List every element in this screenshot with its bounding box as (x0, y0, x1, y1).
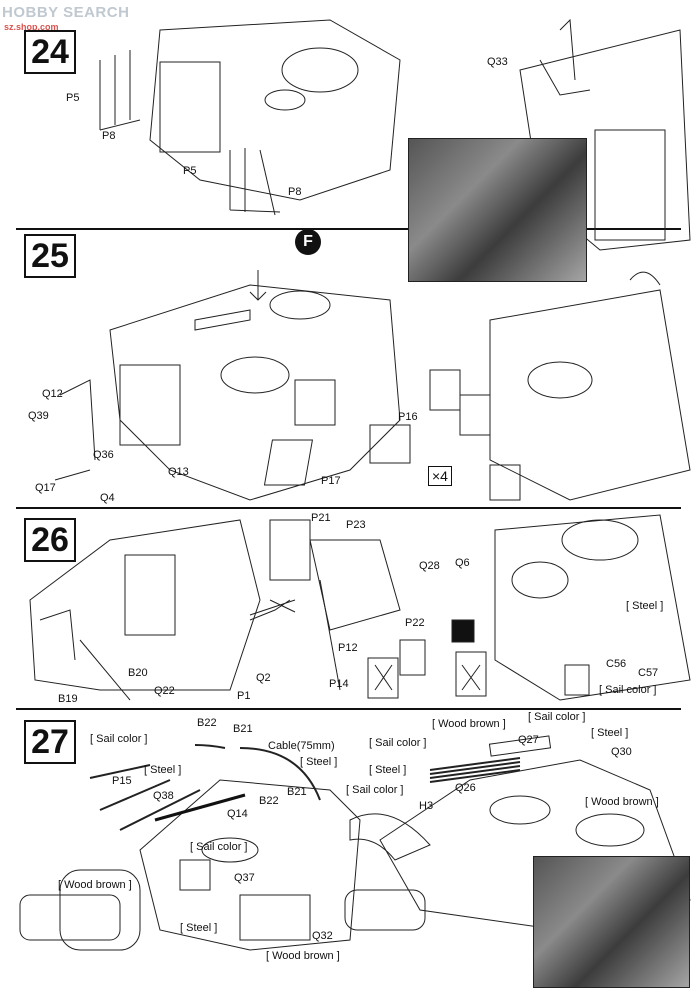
label-sail-d: [ Sail color ] (369, 737, 427, 749)
divider-26-27 (16, 708, 681, 710)
label-p21: P21 (311, 512, 331, 524)
label-q37: Q37 (234, 872, 255, 884)
step-number-26: 26 (24, 518, 76, 562)
label-sail-26: [ Sail color ] (599, 684, 657, 696)
label-sail-e: [ Sail color ] (346, 784, 404, 796)
label-q6: Q6 (455, 557, 470, 569)
quantity-x4-badge: ×4 (428, 466, 452, 486)
part-group-f-badge: F (295, 229, 321, 255)
hull-outline-24 (149, 19, 401, 201)
label-b21b: B21 (287, 786, 307, 798)
label-p23: P23 (346, 519, 366, 531)
label-wood-a: [ Wood brown ] (58, 879, 132, 891)
watermark-brand: HOBBY SEARCH (2, 4, 130, 21)
label-p12: P12 (338, 642, 358, 654)
label-cable: Cable(75mm) (268, 740, 335, 752)
label-q28: Q28 (419, 560, 440, 572)
reference-photo-step24 (408, 138, 587, 282)
label-b19: B19 (58, 693, 78, 705)
label-p16: P16 (398, 411, 418, 423)
label-q36: Q36 (93, 449, 114, 461)
label-p17: P17 (321, 475, 341, 487)
step-number-25: 25 (24, 234, 76, 278)
label-q32: Q32 (312, 930, 333, 942)
label-h3: H3 (419, 800, 434, 812)
label-q2: Q2 (256, 672, 271, 684)
label-steel-a: [ Steel ] (300, 756, 338, 768)
label-p8a: P8 (102, 130, 116, 142)
label-steel-c: [ Steel ] (180, 922, 218, 934)
label-steel-d: [ Steel ] (591, 727, 629, 739)
label-q12: Q12 (42, 388, 63, 400)
hull-outline-25 (109, 284, 401, 501)
reference-photo-step27 (533, 856, 690, 988)
label-q14: Q14 (227, 808, 248, 820)
label-p8b: P8 (288, 186, 302, 198)
label-c56: C56 (606, 658, 627, 670)
label-sail-a: [ Sail color ] (90, 733, 148, 745)
label-wood-c: [ Wood brown ] (432, 718, 506, 730)
label-q13: Q13 (168, 466, 189, 478)
label-steel-e: [ Steel ] (369, 764, 407, 776)
label-steel-26: [ Steel ] (626, 600, 664, 612)
label-q38: Q38 (153, 790, 174, 802)
label-b20: B20 (128, 667, 148, 679)
label-b21a: B21 (233, 723, 253, 735)
label-b22a: B22 (197, 717, 217, 729)
hex-rack-24 (159, 61, 221, 153)
label-q17: Q17 (35, 482, 56, 494)
label-q39: Q39 (28, 410, 49, 422)
label-p22: P22 (405, 617, 425, 629)
label-sail-c: [ Sail color ] (528, 711, 586, 723)
divider-25-26 (16, 507, 681, 509)
label-p14: P14 (329, 678, 349, 690)
hull-outline-27 (139, 779, 361, 951)
label-wood-b: [ Wood brown ] (266, 950, 340, 962)
watermark-url: sz.shop.com (4, 22, 59, 32)
step-number-27: 27 (24, 720, 76, 764)
label-q27: Q27 (518, 734, 539, 746)
label-q30: Q30 (611, 746, 632, 758)
label-b22b: B22 (259, 795, 279, 807)
label-c57: C57 (638, 667, 659, 679)
step-number-24: 24 (24, 30, 76, 74)
label-p5a: P5 (66, 92, 80, 104)
label-q4: Q4 (100, 492, 115, 504)
label-p15: P15 (112, 775, 132, 787)
label-wood-d: [ Wood brown ] (585, 796, 659, 808)
label-steel-b: [ Steel ] (144, 764, 182, 776)
label-p1: P1 (237, 690, 251, 702)
label-q22: Q22 (154, 685, 175, 697)
hull-outline-26 (29, 519, 261, 691)
label-q26: Q26 (455, 782, 476, 794)
label-sail-b: [ Sail color ] (190, 841, 248, 853)
label-q33: Q33 (487, 56, 508, 68)
divider-24-25 (16, 228, 681, 230)
label-p5b: P5 (183, 165, 197, 177)
